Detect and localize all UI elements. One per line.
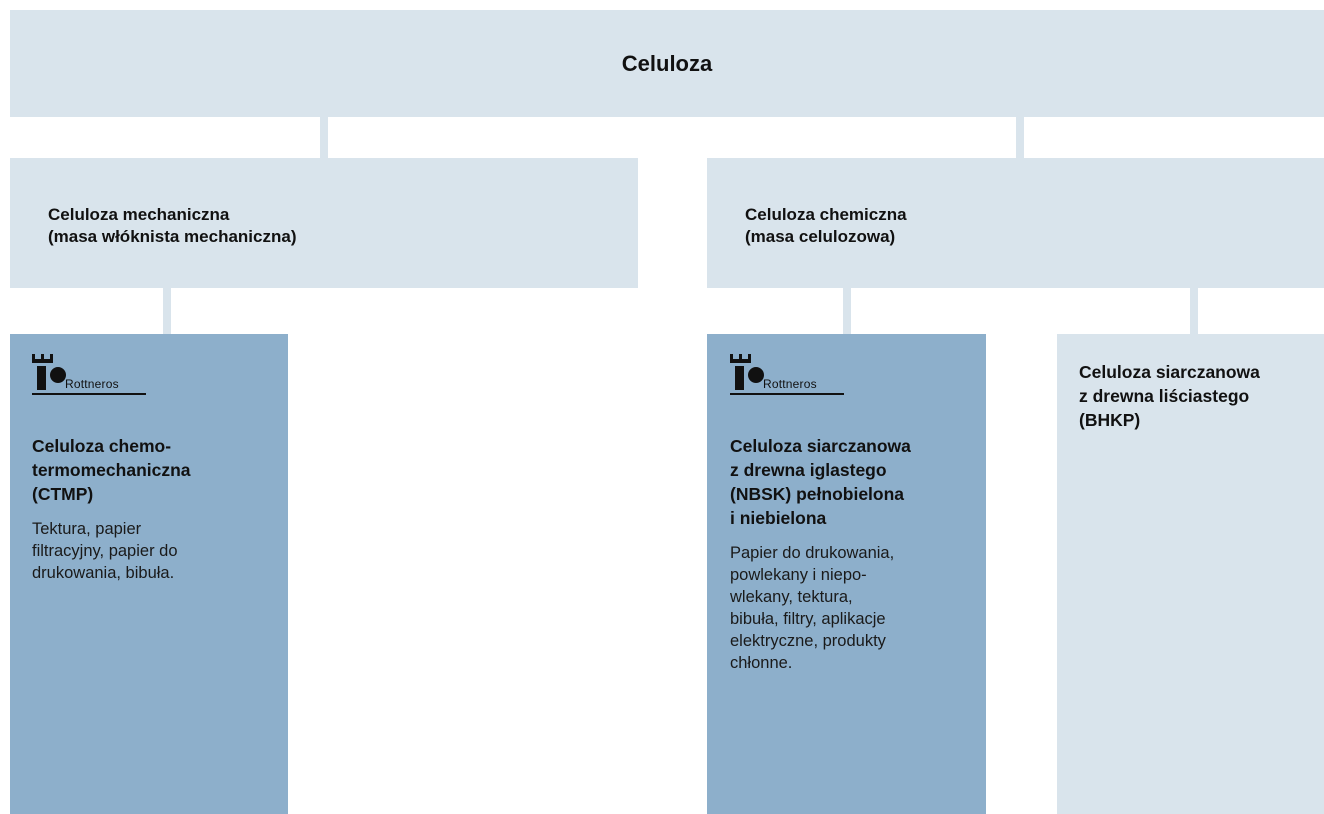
- leaf-title-line: (BHKP): [1079, 410, 1141, 430]
- rottneros-logo: Rottneros: [32, 354, 162, 398]
- leaf-desc-line: filtracyjny, papier do: [32, 542, 178, 560]
- branch-title-line1: Celuloza chemiczna: [745, 205, 907, 224]
- connector-chem-bhkp: [1190, 288, 1198, 334]
- branch-title-line2: (masa celulozowa): [745, 227, 896, 246]
- leaf-desc-line: powlekany i niepo-: [730, 566, 867, 584]
- leaf-title-line: z drewna iglastego: [730, 460, 887, 480]
- connector-root-chem: [1016, 117, 1024, 158]
- leaf-desc-line: elektryczne, produkty: [730, 632, 886, 650]
- branch-chemical: Celuloza chemiczna (masa celulozowa): [707, 158, 1324, 288]
- logo-brand-text: Rottneros: [65, 377, 119, 391]
- branch-title-line2: (masa włóknista mechaniczna): [48, 227, 297, 246]
- leaf-description: Papier do drukowania, powlekany i niepo-…: [730, 542, 976, 674]
- rottneros-logo-icon: [730, 354, 844, 395]
- leaf-title-line: (CTMP): [32, 484, 94, 504]
- branch-title-line1: Celuloza mechaniczna: [48, 205, 230, 224]
- leaf-title-line: Celuloza chemo-: [32, 436, 172, 456]
- leaf-desc-line: Papier do drukowania,: [730, 544, 895, 562]
- leaf-title-line: Celuloza siarczanowa: [1079, 362, 1260, 382]
- leaf-desc-line: bibuła, filtry, aplikacje: [730, 610, 886, 628]
- connector-root-mech: [320, 117, 328, 158]
- leaf-title-line: Celuloza siarczanowa: [730, 436, 911, 456]
- leaf-desc-line: Tektura, papier: [32, 520, 142, 538]
- leaf-desc-line: drukowania, bibuła.: [32, 564, 175, 582]
- leaf-nbsk: Rottneros Celuloza siarczanowa z drewna …: [707, 334, 986, 814]
- branch-mechanical: Celuloza mechaniczna (masa włóknista mec…: [10, 158, 638, 288]
- leaf-bhkp: Celuloza siarczanowa z drewna liściasteg…: [1057, 334, 1324, 814]
- leaf-description: Tektura, papier filtracyjny, papier do d…: [32, 518, 278, 584]
- leaf-title-line: (NBSK) pełnobielona: [730, 484, 905, 504]
- root-node: Celuloza: [10, 10, 1324, 117]
- leaf-title-line: i niebielona: [730, 508, 827, 528]
- connector-mech-ctmp: [163, 288, 171, 334]
- leaf-desc-line: wlekany, tektura,: [730, 588, 853, 606]
- leaf-title-line: z drewna liściastego: [1079, 386, 1250, 406]
- leaf-ctmp: Rottneros Celuloza chemo- termomechanicz…: [10, 334, 288, 814]
- rottneros-logo-icon: [32, 354, 146, 395]
- leaf-title-line: termomechaniczna: [32, 460, 191, 480]
- root-label: Celuloza: [621, 50, 713, 76]
- connector-chem-nbsk: [843, 288, 851, 334]
- leaf-desc-line: chłonne.: [730, 654, 793, 672]
- logo-brand-text: Rottneros: [763, 377, 817, 391]
- rottneros-logo: Rottneros: [730, 354, 860, 398]
